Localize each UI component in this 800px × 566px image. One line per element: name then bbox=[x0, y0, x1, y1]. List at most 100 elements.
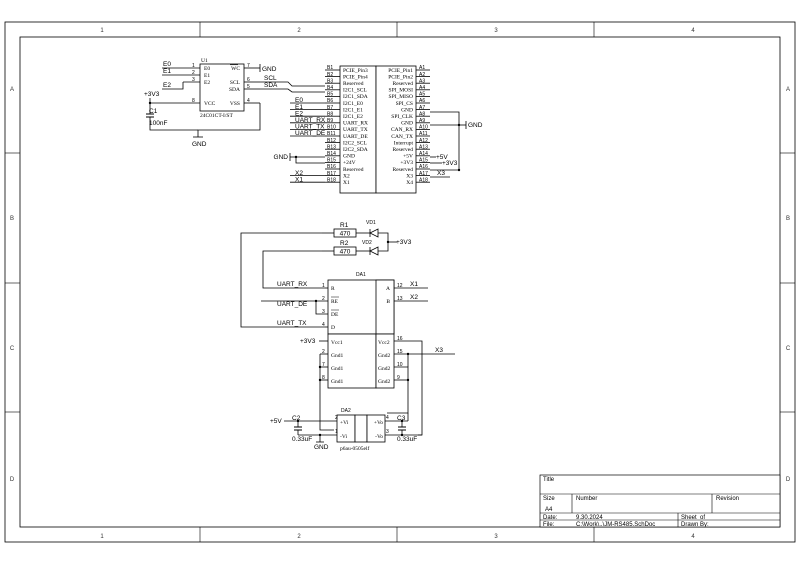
connector-pin-name: I2C2_SDA bbox=[343, 147, 368, 153]
svg-text:RE: RE bbox=[331, 299, 339, 305]
svg-text:5: 5 bbox=[247, 84, 250, 90]
svg-text:1: 1 bbox=[322, 283, 325, 289]
connector-pin-number: B14 bbox=[327, 151, 336, 157]
gnd-label-da2: GND bbox=[314, 444, 329, 451]
file-value: C:\Work\..\JM-RS485.SchDoc bbox=[576, 522, 655, 528]
svg-text:13: 13 bbox=[397, 296, 403, 302]
net-label-uart-de: UART_DE bbox=[277, 301, 308, 308]
gnd-label-connector-right: GND bbox=[468, 122, 483, 129]
connector-pin-name: CAN_TX bbox=[391, 134, 413, 140]
connector-pin-name: SPI_CS bbox=[396, 101, 413, 107]
svg-text:VCC: VCC bbox=[204, 101, 216, 107]
row-label-right: D bbox=[786, 477, 791, 483]
led-indicators[interactable]: 470 470 R1 R2 VD1 VD2 +3V3 bbox=[240, 220, 412, 328]
column-label-top: 3 bbox=[494, 28, 498, 34]
connector-pin-name: SPI_CLK bbox=[391, 114, 413, 120]
svg-text:1: 1 bbox=[335, 429, 338, 435]
svg-text:Gnd1: Gnd1 bbox=[331, 366, 343, 372]
sheet-label: Sheet bbox=[681, 515, 697, 521]
power-label-5v-connector: +5V bbox=[436, 154, 448, 161]
connector-pin-name: I2C2_SCL bbox=[343, 140, 367, 146]
svg-text:8: 8 bbox=[192, 98, 195, 104]
net-label-e0: E0 bbox=[163, 61, 171, 68]
svg-text:8: 8 bbox=[322, 375, 325, 381]
svg-text:SDA: SDA bbox=[229, 87, 240, 93]
c2-capacitor[interactable]: C2 0.33uF bbox=[292, 415, 312, 443]
r1-designator: R1 bbox=[340, 222, 349, 229]
column-label-top: 4 bbox=[691, 28, 695, 34]
da2-designator: DA2 bbox=[341, 408, 351, 414]
sheet-frame: 1 2 3 4 1 2 3 4 A B C D A B C D bbox=[4, 21, 796, 543]
svg-text:Vcc1: Vcc1 bbox=[331, 340, 343, 346]
connector-pin-number: B2 bbox=[327, 72, 333, 78]
svg-text:+Vi: +Vi bbox=[340, 420, 349, 426]
row-label-left: D bbox=[10, 477, 15, 483]
svg-text:+Vo: +Vo bbox=[374, 420, 383, 426]
connector-pin-name: I2C1_E1 bbox=[343, 107, 363, 113]
power-label-3v3-leds: +3V3 bbox=[396, 239, 412, 246]
connector-pin-number: A11 bbox=[419, 131, 428, 137]
da2-dcdc[interactable]: DA2 +Vi -Vi +Vo -Vo 2 1 4 3 p6au-0505elf… bbox=[270, 408, 422, 452]
connector-pin-name: PCIE_Pin4 bbox=[343, 74, 368, 80]
svg-text:Gnd1: Gnd1 bbox=[331, 353, 343, 359]
svg-text:4: 4 bbox=[322, 322, 325, 328]
connector-pin-number: B6 bbox=[327, 98, 333, 104]
gnd-label-wc: GND bbox=[262, 66, 277, 73]
net-label-connector: E0 bbox=[295, 97, 303, 104]
svg-text:16: 16 bbox=[397, 336, 403, 342]
connector-pin-number: A1 bbox=[419, 65, 425, 71]
svg-text:Gnd2: Gnd2 bbox=[378, 353, 390, 359]
c3-designator: C3 bbox=[397, 415, 406, 422]
u1-eeprom[interactable]: U1 1 2 3 8 E0 E1 E2 VCC 7 6 5 4 WC SCL S… bbox=[149, 58, 325, 137]
connector-pin-number: B13 bbox=[327, 144, 336, 150]
svg-text:3: 3 bbox=[322, 309, 325, 315]
svg-text:2: 2 bbox=[322, 349, 325, 355]
connector-pin-number: B4 bbox=[327, 85, 333, 91]
c1-value: 100nF bbox=[149, 120, 167, 127]
connector-pin-name: Interrupt bbox=[394, 140, 414, 146]
connector-pin-name: PCIE_Pin1 bbox=[388, 68, 413, 74]
connector-pin-number: A3 bbox=[419, 78, 425, 84]
svg-text:VSS: VSS bbox=[230, 101, 240, 107]
net-label-uart-rx: UART_RX bbox=[277, 281, 308, 288]
connector-pin-name: PCIE_Pin2 bbox=[388, 74, 413, 80]
svg-text:7: 7 bbox=[322, 362, 325, 368]
connector-pin-name: GND bbox=[343, 154, 355, 160]
column-label-bottom: 1 bbox=[100, 534, 104, 540]
c1-capacitor[interactable]: +3V3 C1 100nF GND bbox=[144, 91, 207, 148]
connector-pin-number: A7 bbox=[419, 105, 425, 111]
svg-text:DE: DE bbox=[331, 312, 339, 318]
da2-part-number: p6au-0505elf bbox=[340, 445, 369, 452]
vd1-designator: VD1 bbox=[366, 220, 376, 226]
c2-value: 0.33uF bbox=[292, 436, 312, 443]
c3-value: 0.33uF bbox=[397, 436, 417, 443]
connector-pin-name: Reserved bbox=[393, 147, 414, 153]
connector-pin-name: Reserved bbox=[393, 167, 414, 173]
da1-transceiver[interactable]: DA1 1 2 3 4 R RE DE D UART_RX UART_DE UA… bbox=[261, 272, 455, 436]
connector-pin-number: A13 bbox=[419, 144, 428, 150]
svg-text:E1: E1 bbox=[204, 73, 210, 79]
connector-pin-number: B16 bbox=[327, 164, 336, 170]
connector-pin-number: B12 bbox=[327, 138, 336, 144]
net-label-x3-connector: X3 bbox=[437, 170, 445, 177]
svg-text:4: 4 bbox=[386, 415, 389, 421]
connector-pin-name: +5V bbox=[403, 154, 413, 160]
svg-text:E2: E2 bbox=[204, 80, 210, 86]
svg-text:-Vi: -Vi bbox=[340, 434, 347, 440]
connector-pin-number: B10 bbox=[327, 125, 336, 131]
svg-text:Gnd2: Gnd2 bbox=[378, 366, 390, 372]
svg-text:9: 9 bbox=[397, 375, 400, 381]
row-label-left: B bbox=[10, 216, 14, 222]
svg-text:3: 3 bbox=[386, 429, 389, 435]
svg-text:3: 3 bbox=[192, 77, 195, 83]
svg-text:7: 7 bbox=[247, 63, 250, 69]
c3-capacitor[interactable]: C3 0.33uF bbox=[397, 415, 417, 443]
da1-designator: DA1 bbox=[356, 272, 366, 278]
svg-text:Gnd1: Gnd1 bbox=[331, 379, 343, 385]
connector-pin-number: B8 bbox=[327, 111, 333, 117]
net-label-uart-tx: UART_TX bbox=[277, 320, 307, 327]
svg-text:2: 2 bbox=[335, 415, 338, 421]
date-label: Date: bbox=[543, 515, 558, 521]
connector-pin-name: UART_DE bbox=[343, 134, 368, 140]
